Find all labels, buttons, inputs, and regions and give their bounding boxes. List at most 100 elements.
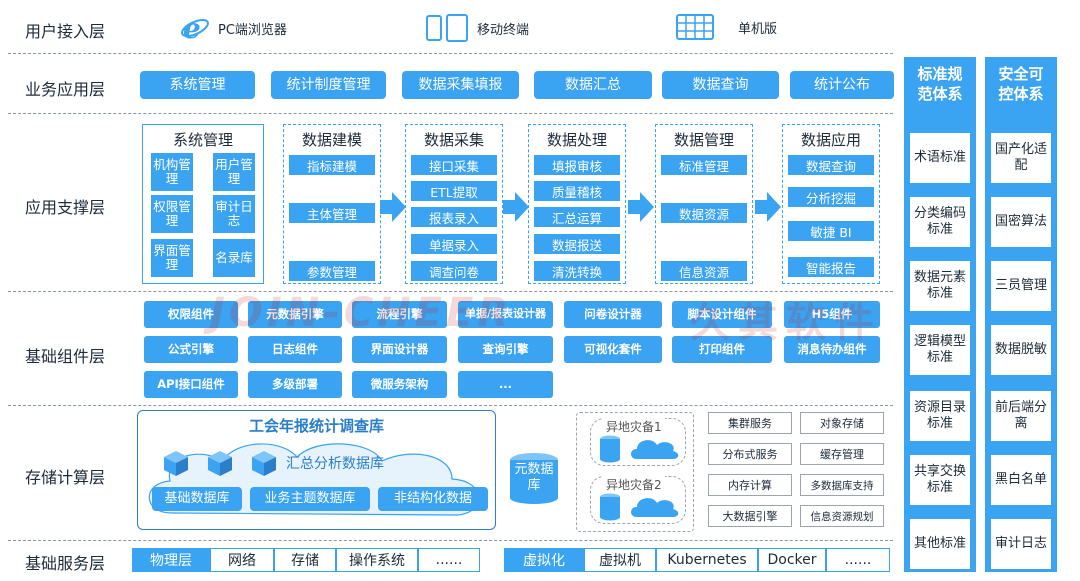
component-item[interactable]: 多级部署 bbox=[248, 371, 342, 398]
service-item[interactable]: 分布式服务 bbox=[708, 443, 792, 465]
arrow-right-icon bbox=[503, 192, 529, 222]
sub-db-unstructured[interactable]: 非结构化数据 bbox=[378, 487, 488, 511]
component-item[interactable]: 权限组件 bbox=[144, 301, 238, 328]
system-cell-user[interactable]: 用户管理 bbox=[213, 153, 255, 191]
support-item[interactable]: 报表录入 bbox=[411, 207, 497, 227]
security-column: 安全可控体系 国产化适配 国密算法 三员管理 数据脱敏 前后端分离 黑白名单 审… bbox=[985, 57, 1057, 572]
base-service-item[interactable]: 虚拟机 bbox=[584, 548, 656, 572]
security-item[interactable]: 黑白名单 bbox=[991, 455, 1051, 505]
standard-item[interactable]: 术语标准 bbox=[910, 133, 970, 183]
component-item[interactable]: 微服务架构 bbox=[352, 371, 447, 398]
base-service-item[interactable]: 虚拟化 bbox=[504, 548, 584, 572]
standard-item[interactable]: 其他标准 bbox=[910, 519, 970, 569]
keyboard-icon bbox=[676, 14, 714, 40]
standard-item[interactable]: 分类编码标准 bbox=[910, 197, 970, 247]
layer-label-component: 基础组件层 bbox=[24, 347, 105, 366]
service-item[interactable]: 内存计算 bbox=[708, 474, 792, 496]
system-cell-ui[interactable]: 界面管理 bbox=[151, 239, 193, 277]
support-column-title: 数据处理 bbox=[546, 131, 607, 149]
support-item[interactable]: 敏捷 BI bbox=[788, 221, 874, 241]
security-item[interactable]: 国产化适配 bbox=[991, 133, 1051, 183]
standard-item[interactable]: 逻辑模型标准 bbox=[910, 325, 970, 375]
system-cell-permission[interactable]: 权限管理 bbox=[151, 195, 193, 233]
support-item[interactable]: 分析挖掘 bbox=[788, 187, 874, 207]
support-item[interactable]: 标准管理 bbox=[661, 155, 747, 175]
support-item[interactable]: 单据录入 bbox=[411, 234, 497, 254]
sub-db-business[interactable]: 业务主题数据库 bbox=[250, 487, 370, 511]
metadata-db-label: 元数据库 bbox=[514, 462, 554, 493]
support-item[interactable]: 清洗转换 bbox=[534, 261, 620, 281]
component-item[interactable]: 脚本设计组件 bbox=[672, 301, 772, 328]
business-app-collection[interactable]: 数据采集填报 bbox=[402, 71, 519, 99]
base-service-item[interactable]: 网络 bbox=[210, 548, 274, 572]
component-item[interactable]: 流程引擎 bbox=[352, 301, 447, 328]
base-service-item[interactable]: 操作系统 bbox=[336, 548, 418, 572]
service-item[interactable]: 多数据库支持 bbox=[800, 474, 884, 496]
security-item[interactable]: 审计日志 bbox=[991, 519, 1051, 569]
component-item[interactable]: H5组件 bbox=[784, 301, 880, 328]
base-service-item[interactable]: Kubernetes bbox=[656, 548, 758, 572]
business-app-query[interactable]: 数据查询 bbox=[662, 71, 779, 99]
business-app-publish[interactable]: 统计公布 bbox=[790, 71, 894, 99]
backup-1-box: 异地灾备1 bbox=[590, 418, 686, 466]
component-item[interactable]: 可视化套件 bbox=[564, 336, 662, 363]
system-cell-org[interactable]: 机构管理 bbox=[151, 153, 193, 191]
business-app-summary[interactable]: 数据汇总 bbox=[534, 71, 652, 99]
support-item[interactable]: 调查问卷 bbox=[411, 261, 497, 281]
support-item[interactable]: 参数管理 bbox=[289, 261, 375, 281]
standard-item[interactable]: 共享交换标准 bbox=[910, 455, 970, 505]
support-item[interactable]: 数据资源 bbox=[661, 203, 747, 223]
support-column-title: 数据应用 bbox=[800, 131, 861, 149]
support-item[interactable]: 智能报告 bbox=[788, 257, 874, 277]
security-item[interactable]: 三员管理 bbox=[991, 261, 1051, 311]
service-item[interactable]: 集群服务 bbox=[708, 412, 792, 434]
component-item[interactable]: 公式引擎 bbox=[144, 336, 238, 363]
business-app-system[interactable]: 系统管理 bbox=[140, 71, 255, 99]
component-item[interactable]: 打印组件 bbox=[672, 336, 772, 363]
base-service-item[interactable]: ...... bbox=[826, 548, 890, 572]
component-item[interactable]: 日志组件 bbox=[248, 336, 342, 363]
divider bbox=[8, 540, 893, 541]
sub-db-basic[interactable]: 基础数据库 bbox=[152, 487, 242, 511]
component-item[interactable]: 问卷设计器 bbox=[564, 301, 662, 328]
support-item[interactable]: 主体管理 bbox=[289, 203, 375, 223]
system-cell-directory[interactable]: 名录库 bbox=[213, 239, 255, 277]
layer-label-base: 基础服务层 bbox=[24, 554, 105, 573]
component-item[interactable]: 消息待办组件 bbox=[784, 336, 880, 363]
backup-2-label: 异地灾备2 bbox=[603, 476, 665, 493]
component-item[interactable]: 单据/报表设计器 bbox=[458, 301, 553, 328]
support-item[interactable]: 接口采集 bbox=[411, 155, 497, 175]
system-management-box: 系统管理 机构管理 用户管理 权限管理 审计日志 界面管理 名录库 bbox=[142, 124, 264, 284]
service-item[interactable]: 缓存管理 bbox=[800, 443, 884, 465]
system-cell-audit[interactable]: 审计日志 bbox=[213, 195, 255, 233]
base-service-item[interactable]: ...... bbox=[418, 548, 480, 572]
support-item[interactable]: 汇总运算 bbox=[534, 207, 620, 227]
layer-label-storage: 存储计算层 bbox=[24, 468, 105, 487]
component-item[interactable]: ... bbox=[458, 371, 553, 398]
base-service-item[interactable]: Docker bbox=[758, 548, 826, 572]
component-item[interactable]: 查询引擎 bbox=[458, 336, 553, 363]
business-app-stat-system[interactable]: 统计制度管理 bbox=[271, 71, 386, 99]
support-item[interactable]: 数据查询 bbox=[788, 155, 874, 175]
support-item[interactable]: 质量稽核 bbox=[534, 181, 620, 201]
support-item[interactable]: 指标建模 bbox=[289, 155, 375, 175]
base-service-item[interactable]: 存储 bbox=[274, 548, 336, 572]
service-item[interactable]: 信息资源规划 bbox=[800, 505, 884, 527]
security-item[interactable]: 数据脱敏 bbox=[991, 325, 1051, 375]
support-item[interactable]: 数据报送 bbox=[534, 234, 620, 254]
support-item[interactable]: 信息资源 bbox=[661, 261, 747, 281]
component-item[interactable]: API接口组件 bbox=[144, 371, 238, 398]
support-item[interactable]: 填报审核 bbox=[534, 155, 620, 175]
component-item[interactable]: 界面设计器 bbox=[352, 336, 447, 363]
component-item[interactable]: 元数据引擎 bbox=[248, 301, 342, 328]
service-item[interactable]: 大数据引擎 bbox=[708, 505, 792, 527]
base-service-item[interactable]: 物理层 bbox=[132, 548, 210, 572]
standard-item[interactable]: 资源目录标准 bbox=[910, 391, 970, 441]
service-item[interactable]: 对象存储 bbox=[800, 412, 884, 434]
security-item[interactable]: 国密算法 bbox=[991, 197, 1051, 247]
watermark-cn: 久其软件 bbox=[690, 300, 882, 346]
access-pc: e PC端浏览器 bbox=[180, 14, 287, 42]
support-item[interactable]: ETL提取 bbox=[411, 181, 497, 201]
security-item[interactable]: 前后端分离 bbox=[991, 391, 1051, 441]
standard-item[interactable]: 数据元素标准 bbox=[910, 261, 970, 311]
